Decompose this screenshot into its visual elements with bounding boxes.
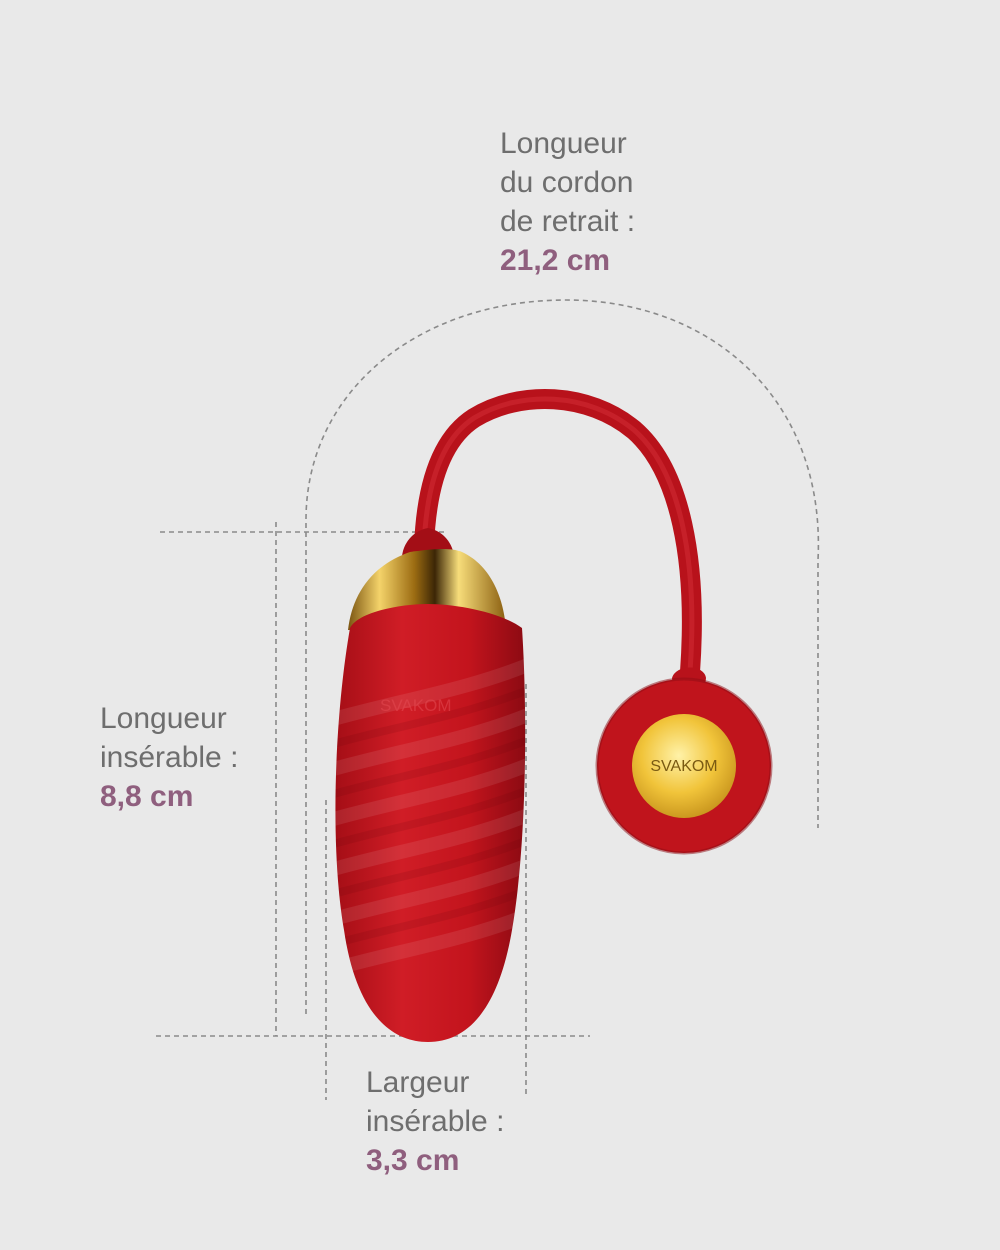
cord-length-value: 21,2 cm — [500, 244, 611, 277]
gold-disc — [632, 714, 736, 818]
insertable-length-value: 8,8 cm — [100, 780, 194, 813]
cord-length-guide — [305, 299, 820, 1014]
insertable-width-label: Largeur insérable : 3,3 cm — [366, 1063, 504, 1180]
cord-length-line-2: du cordon — [500, 166, 634, 199]
insertable-body: SVAKOM — [335, 604, 526, 1042]
cord-length-line-3: de retrait : — [500, 205, 636, 238]
insertable-width-line-2: insérable : — [366, 1105, 505, 1138]
cord-length-label: Longueur du cordon de retrait : 21,2 cm — [500, 124, 635, 280]
cord-length-line-1: Longueur — [500, 127, 627, 160]
insertable-length-line-2: insérable : — [100, 741, 239, 774]
insertable-length-line-1: Longueur — [100, 702, 227, 735]
ring-brand-logo: SVAKOM — [650, 758, 717, 775]
insertable-length-label: Longueur insérable : 8,8 cm — [100, 699, 238, 816]
insertable-width-value: 3,3 cm — [366, 1144, 460, 1177]
retrieval-cord — [414, 389, 702, 682]
body-brand-logo: SVAKOM — [380, 696, 451, 715]
insertable-width-line-1: Largeur — [366, 1066, 470, 1099]
